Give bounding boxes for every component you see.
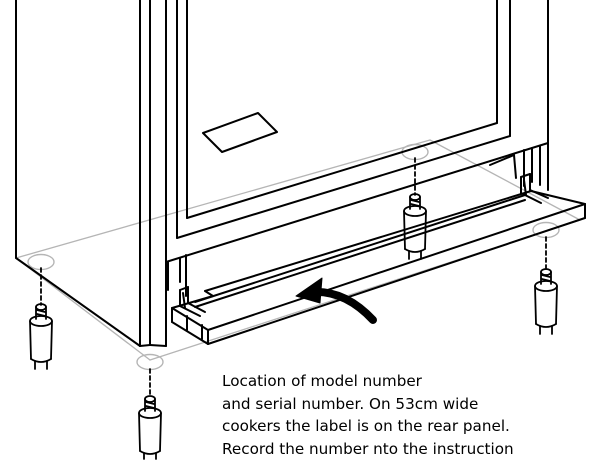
base-outline xyxy=(15,139,581,361)
caption-line: Location of model number xyxy=(222,372,422,390)
adjustable-foot-icon xyxy=(534,268,558,335)
caption-line: Record the number nto the instruction xyxy=(222,439,514,458)
foot-guide-lines xyxy=(40,157,547,396)
model-number-location-caption: Location of model number and serial numb… xyxy=(222,370,597,460)
cooker-side-panel xyxy=(15,0,167,347)
plinth-board xyxy=(171,190,586,345)
adjustable-foot-icon xyxy=(29,303,53,370)
adjustable-foot-icon xyxy=(403,193,427,260)
caption-line: and serial number. On 53cm wide xyxy=(222,394,479,413)
removal-arrow-icon xyxy=(295,277,377,324)
left-plinth-clip xyxy=(179,286,206,317)
plinth-recess xyxy=(167,142,549,308)
rating-plate-icon xyxy=(202,112,278,153)
adjustable-foot-icon xyxy=(138,395,162,460)
caption-line: cookers the label is on the rear panel. xyxy=(222,417,510,435)
cooker-door xyxy=(165,0,549,263)
right-plinth-clip xyxy=(520,173,549,204)
